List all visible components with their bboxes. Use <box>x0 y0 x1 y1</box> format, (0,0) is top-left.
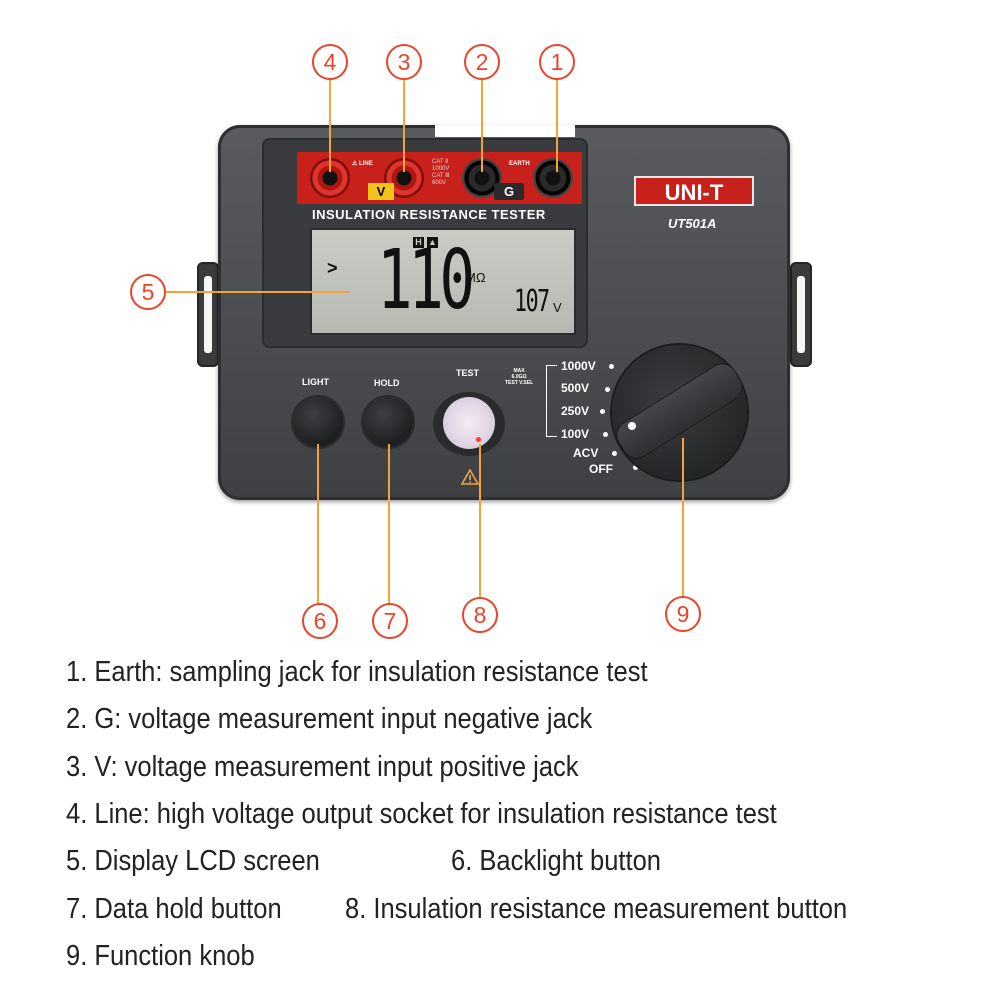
range-dot-100v <box>603 432 608 437</box>
range-dot-off <box>633 465 638 470</box>
hold-button[interactable] <box>363 397 413 447</box>
range-dot-1000v <box>609 364 614 369</box>
hold-button-label: HOLD <box>374 378 400 388</box>
legend-item-8: 8. Insulation resistance measurement but… <box>345 893 848 925</box>
range-dot-500v <box>605 387 610 392</box>
range-label-500v: 500V <box>561 381 590 395</box>
v-jack-badge: V <box>368 183 394 200</box>
test-button-label: TEST <box>456 368 480 378</box>
lcd-screen <box>310 228 576 335</box>
g-jack-badge: G <box>494 183 524 200</box>
line-jack-label: ⚠ LINE <box>352 161 373 167</box>
lcd-voltage-reading: 107 <box>514 284 550 319</box>
legend-item-5: 5. Display LCD screen <box>66 845 320 877</box>
callout-2: 2 <box>464 44 500 80</box>
brand-logo: UNI-T <box>634 176 754 206</box>
legend-item-4: 4. Line: high voltage output socket for … <box>66 798 777 830</box>
legend-item-7: 7. Data hold button <box>66 893 282 925</box>
leader-line-8 <box>479 444 481 604</box>
range-label-acv: ACV <box>573 446 599 460</box>
legend-item-1: 1. Earth: sampling jack for insulation r… <box>66 656 648 688</box>
legend-item-6: 6. Backlight button <box>451 845 661 877</box>
callout-6: 6 <box>302 603 338 639</box>
light-button[interactable] <box>293 397 343 447</box>
callout-1: 1 <box>539 44 575 80</box>
high-voltage-indicator-icon: ▲ <box>427 237 438 248</box>
leader-line-2 <box>481 78 483 172</box>
callout-4: 4 <box>312 44 348 80</box>
leader-line-3 <box>403 78 405 172</box>
warning-triangle-icon <box>461 469 479 485</box>
lcd-resistance-unit: MΩ <box>465 270 486 285</box>
callout-5: 5 <box>130 274 166 310</box>
top-notch <box>435 125 575 137</box>
callout-3: 3 <box>386 44 422 80</box>
leader-line-5 <box>164 291 350 293</box>
legend-item-9: 9. Function knob <box>66 940 255 972</box>
lcd-arrow-indicator: > <box>327 258 338 278</box>
leader-line-4 <box>329 78 331 172</box>
range-label-1000v: 1000V <box>561 359 596 373</box>
range-label-250v: 250V <box>561 404 590 418</box>
light-button-label: LIGHT <box>302 377 329 387</box>
leader-line-7 <box>388 444 390 604</box>
test-button-led <box>476 437 481 442</box>
leader-line-6 <box>317 444 319 604</box>
leader-line-9 <box>682 438 684 598</box>
legend-item-3: 3. V: voltage measurement input positive… <box>66 751 579 783</box>
max-test-note: MAX 6.0GΩ TEST V.SEL <box>505 368 534 386</box>
range-label-off: OFF <box>589 462 613 476</box>
leader-line-1 <box>556 78 558 172</box>
range-dot-250v <box>600 409 605 414</box>
earth-jack[interactable] <box>533 158 573 198</box>
callout-9: 9 <box>665 596 701 632</box>
callout-8: 8 <box>462 597 498 633</box>
earth-jack-label: EARTH <box>509 161 530 167</box>
lcd-voltage-unit: V <box>553 300 562 315</box>
legend-item-2: 2. G: voltage measurement input negative… <box>66 703 593 735</box>
range-bracket <box>546 365 557 437</box>
lcd-status-icons: H▲ <box>413 232 443 248</box>
test-button[interactable] <box>443 397 495 449</box>
cat-rating: CAT Ⅱ 1000V CAT Ⅲ 600V <box>432 159 450 186</box>
callout-7: 7 <box>372 603 408 639</box>
left-strap-loop <box>197 262 219 367</box>
lcd-resistance-reading: 110 <box>377 233 475 328</box>
range-dot-acv <box>612 451 617 456</box>
range-label-100v: 100V <box>561 427 590 441</box>
device-title: INSULATION RESISTANCE TESTER <box>312 207 546 222</box>
model-label: UT501A <box>668 216 717 231</box>
knob-pointer-icon <box>628 422 636 430</box>
hold-indicator-icon: H <box>413 237 424 248</box>
right-strap-loop <box>790 262 812 367</box>
